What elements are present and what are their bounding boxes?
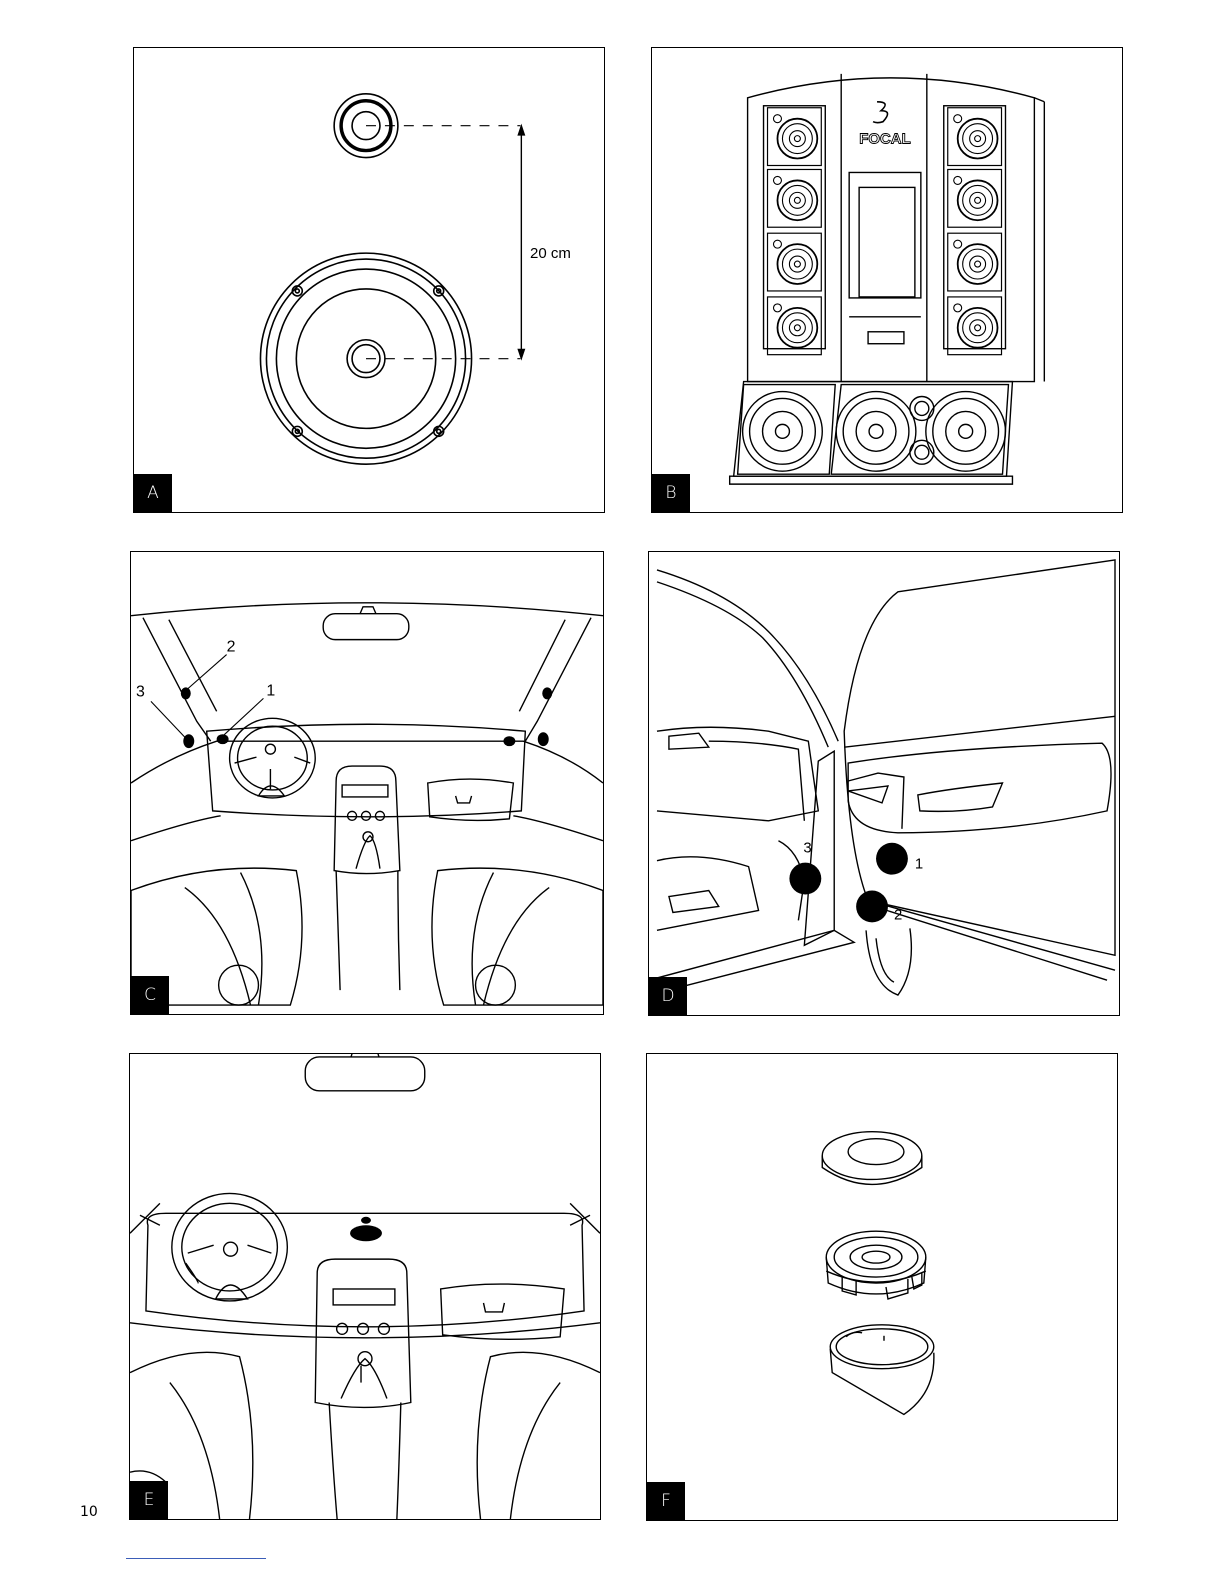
speaker-ring <box>789 256 805 272</box>
tweeter-dot <box>954 240 962 248</box>
panel-f: F <box>646 1053 1118 1521</box>
panel-label-b: B <box>652 474 690 512</box>
tweeter-dot <box>954 304 962 312</box>
dashboard-tweeter-positions-illustration: 1 2 3 <box>131 552 603 1014</box>
speaker-ring <box>782 313 812 343</box>
speaker-ring <box>963 249 993 279</box>
speaker-ring <box>777 119 817 159</box>
tweeter-dot <box>773 176 781 184</box>
callout-1: 1 <box>915 856 923 873</box>
speaker-ring <box>958 119 998 159</box>
door-speaker-positions-illustration: 1 2 3 <box>649 552 1119 1015</box>
speaker-ring <box>782 185 812 215</box>
panel-label-d: D <box>649 977 687 1015</box>
tweeter-dot <box>954 176 962 184</box>
speaker-ring <box>777 180 817 220</box>
speaker-bay <box>768 233 822 291</box>
speaker-ring <box>794 197 800 203</box>
panel-label-c: C <box>131 976 169 1014</box>
speaker-bay <box>768 108 822 166</box>
callout-2: 2 <box>227 639 236 656</box>
panel-d: 1 2 3 D <box>648 551 1120 1016</box>
tweeter-dot <box>773 115 781 123</box>
speaker-ring <box>975 197 981 203</box>
tweeter-dot <box>954 115 962 123</box>
callout-3: 3 <box>136 683 145 700</box>
speaker-ring <box>782 249 812 279</box>
speaker-ring <box>975 261 981 267</box>
speaker-ring <box>958 244 998 284</box>
footer-rule <box>126 1558 266 1559</box>
speaker-ring <box>777 244 817 284</box>
tweeter-mounting-parts-illustration <box>647 1054 1117 1520</box>
speaker-ring <box>963 313 993 343</box>
speaker-ring <box>777 308 817 348</box>
panel-b: FOCAL B <box>651 47 1123 513</box>
speaker-ring <box>794 325 800 331</box>
speaker-ring <box>782 124 812 154</box>
speaker-ring <box>975 136 981 142</box>
speaker-ring <box>963 185 993 215</box>
speaker-bay <box>948 108 1002 166</box>
panel-label-e: E <box>130 1481 168 1519</box>
panel-c: 1 2 3 C <box>130 551 604 1015</box>
speaker-ring <box>970 256 986 272</box>
callout-2: 2 <box>894 906 902 923</box>
panel-label-f: F <box>647 1482 685 1520</box>
panel-e: E <box>129 1053 601 1520</box>
speaker-ring <box>970 320 986 336</box>
page-number: 10 <box>80 1504 98 1520</box>
panel-a: 20 cm A <box>133 47 605 513</box>
speaker-ring <box>970 131 986 147</box>
speaker-bay <box>948 169 1002 227</box>
speaker-ring <box>970 192 986 208</box>
speaker-ring <box>789 320 805 336</box>
callout-1: 1 <box>266 682 275 699</box>
demo-display-cabinet-illustration: FOCAL <box>652 48 1122 512</box>
tweeter-woofer-spacing-diagram <box>134 48 604 512</box>
callout-3: 3 <box>803 840 811 857</box>
speaker-ring <box>963 124 993 154</box>
panel-label-a: A <box>134 474 172 512</box>
speaker-bay <box>948 233 1002 291</box>
speaker-ring <box>794 136 800 142</box>
speaker-ring <box>789 192 805 208</box>
speaker-ring <box>789 131 805 147</box>
distance-label: 20 cm <box>530 245 571 262</box>
speaker-bay <box>768 297 822 355</box>
tweeter-dot <box>773 304 781 312</box>
speaker-ring <box>958 308 998 348</box>
speaker-bay <box>948 297 1002 355</box>
tweeter-dot <box>773 240 781 248</box>
speaker-ring <box>794 261 800 267</box>
speaker-bay <box>768 169 822 227</box>
dashboard-center-speaker-illustration <box>130 1054 600 1519</box>
speaker-ring <box>975 325 981 331</box>
brand-logo: FOCAL <box>859 131 910 148</box>
speaker-ring <box>958 180 998 220</box>
